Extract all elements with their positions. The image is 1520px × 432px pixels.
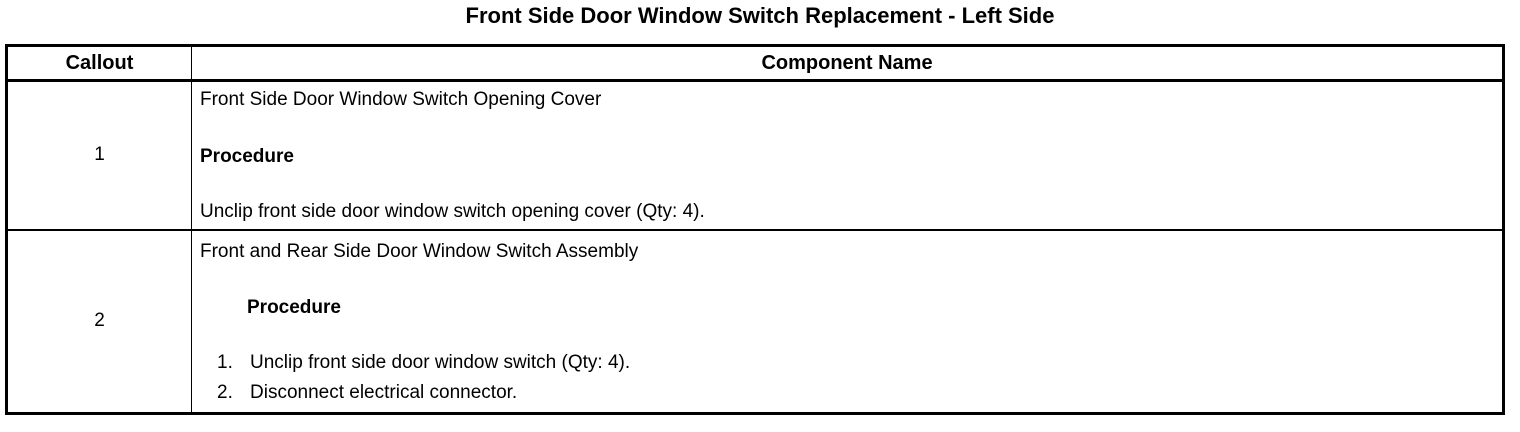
list-item-text: Disconnect electrical connector. (250, 381, 518, 403)
column-header-callout: Callout (6, 45, 192, 82)
column-header-component-name: Component Name (191, 45, 1504, 82)
procedure-step-list: 1. Unclip front side door window switch … (200, 352, 1494, 403)
component-name-text: Front and Rear Side Door Window Switch A… (200, 240, 639, 262)
list-item-number: 2. (217, 381, 233, 403)
table-row: 2 Front and Rear Side Door Window Switch… (6, 229, 1504, 414)
table-header-row: Callout Component Name (6, 45, 1504, 82)
procedure-heading: Procedure (200, 146, 294, 167)
list-item-text: Unclip front side door window switch (Qt… (250, 351, 631, 373)
list-item-number: 1. (217, 351, 233, 373)
callout-component-table: Callout Component Name 1 Front Side Door… (5, 44, 1505, 415)
component-name-text: Front Side Door Window Switch Opening Co… (200, 89, 602, 110)
component-cell: Front Side Door Window Switch Opening Co… (191, 80, 1504, 231)
callout-number: 1 (6, 80, 192, 231)
callout-number: 2 (6, 229, 192, 414)
table-row: 1 Front Side Door Window Switch Opening … (6, 80, 1504, 231)
component-cell: Front and Rear Side Door Window Switch A… (192, 230, 1504, 414)
procedure-heading: Procedure (247, 296, 341, 318)
page-title: Front Side Door Window Switch Replacemen… (465, 3, 1055, 28)
procedure-step-text: Unclip front side door window switch ope… (200, 201, 705, 222)
list-item: 1. Unclip front side door window switch … (217, 352, 1494, 373)
list-item: 2. Disconnect electrical connector. (217, 382, 1494, 403)
